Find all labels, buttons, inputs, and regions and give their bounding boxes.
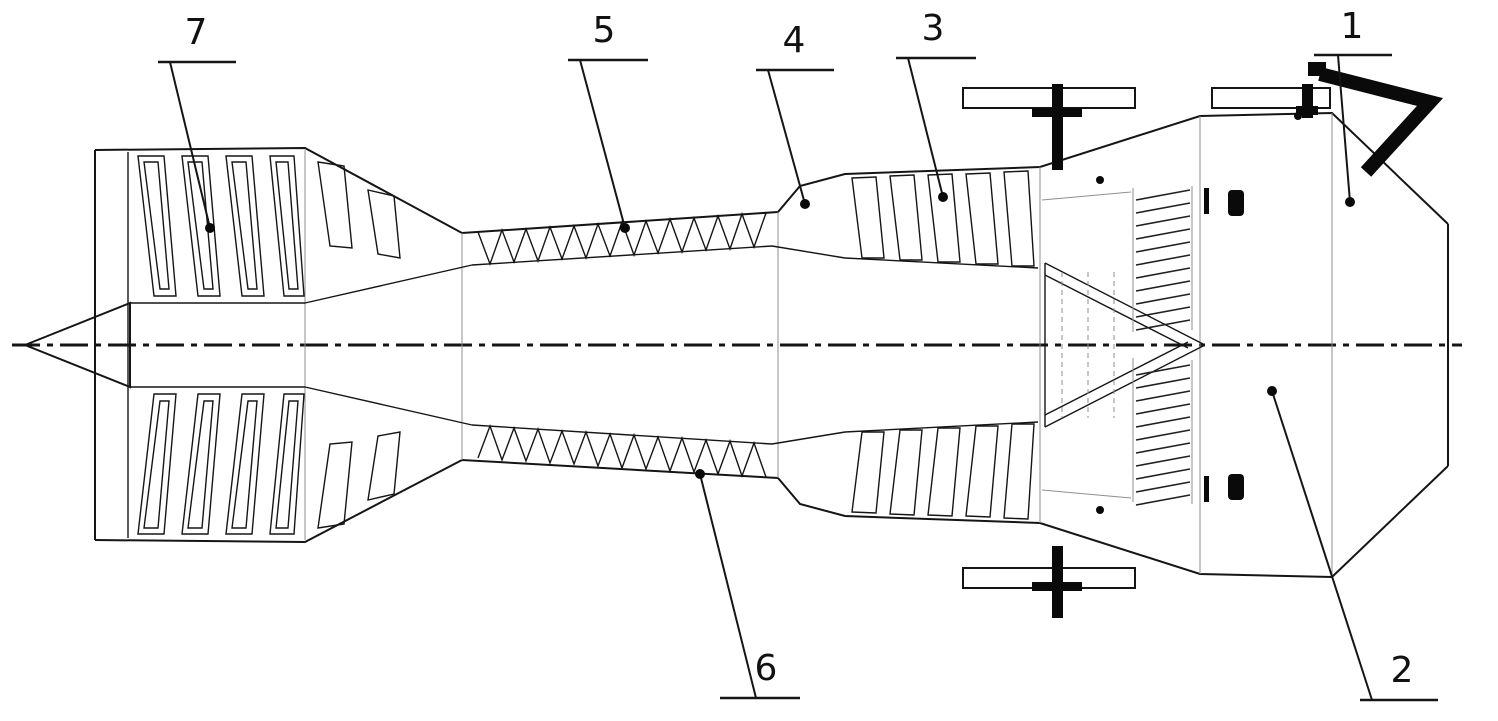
top-mount-right [1211, 84, 1331, 118]
callout-1-leader [1337, 54, 1351, 203]
callout-4-number: 4 [783, 20, 806, 61]
callout-1-dot [1345, 197, 1355, 207]
fan-blades-top [137, 155, 401, 297]
turbine-blades-top [844, 170, 1039, 269]
callout-5-dot [620, 223, 630, 233]
callout-6-number: 6 [755, 648, 778, 689]
callout-2-leader [1271, 390, 1373, 701]
callout-5-number: 5 [593, 10, 616, 51]
callout-2-number: 2 [1391, 650, 1414, 691]
callout-5-leader [579, 59, 626, 229]
callout-6: 6 [695, 469, 800, 700]
bottom-mount [962, 546, 1136, 618]
angled-handle [1308, 62, 1444, 177]
callout-7-dot [205, 223, 215, 233]
top-mount-left [962, 84, 1136, 170]
callout-1-number: 1 [1341, 6, 1364, 47]
inner-cone [1041, 191, 1204, 499]
hatch-band-top [1132, 186, 1193, 332]
dashed-lines [1061, 272, 1115, 418]
callout-5: 5 [568, 10, 648, 233]
compressor-band-bottom [471, 423, 846, 479]
callout-4-leader [767, 69, 806, 205]
hatch-band-bottom [1132, 358, 1193, 506]
spinner-cone [22, 264, 473, 426]
callout-7-number: 7 [185, 12, 208, 53]
callout-6-dot [695, 469, 705, 479]
callout-3-number: 3 [922, 8, 945, 49]
callout-3-dot [938, 192, 948, 202]
compressor-band-top [471, 211, 846, 267]
callout-4-dot [800, 199, 810, 209]
callout-1: 1 [1314, 6, 1392, 207]
outer-casing [94, 111, 1449, 579]
callout-6-leader [699, 473, 757, 699]
callout-3-leader [907, 57, 944, 198]
callout-4: 4 [756, 20, 834, 209]
callout-7-leader [169, 61, 211, 229]
callout-2: 2 [1267, 386, 1438, 702]
callout-2-dot [1267, 386, 1277, 396]
callout-7: 7 [158, 12, 236, 233]
callout-3: 3 [896, 8, 976, 202]
section-dividers [304, 113, 1333, 577]
turbine-blades-bottom [844, 421, 1039, 520]
fastener-details [1096, 112, 1302, 514]
fan-blades-bottom [137, 393, 401, 535]
